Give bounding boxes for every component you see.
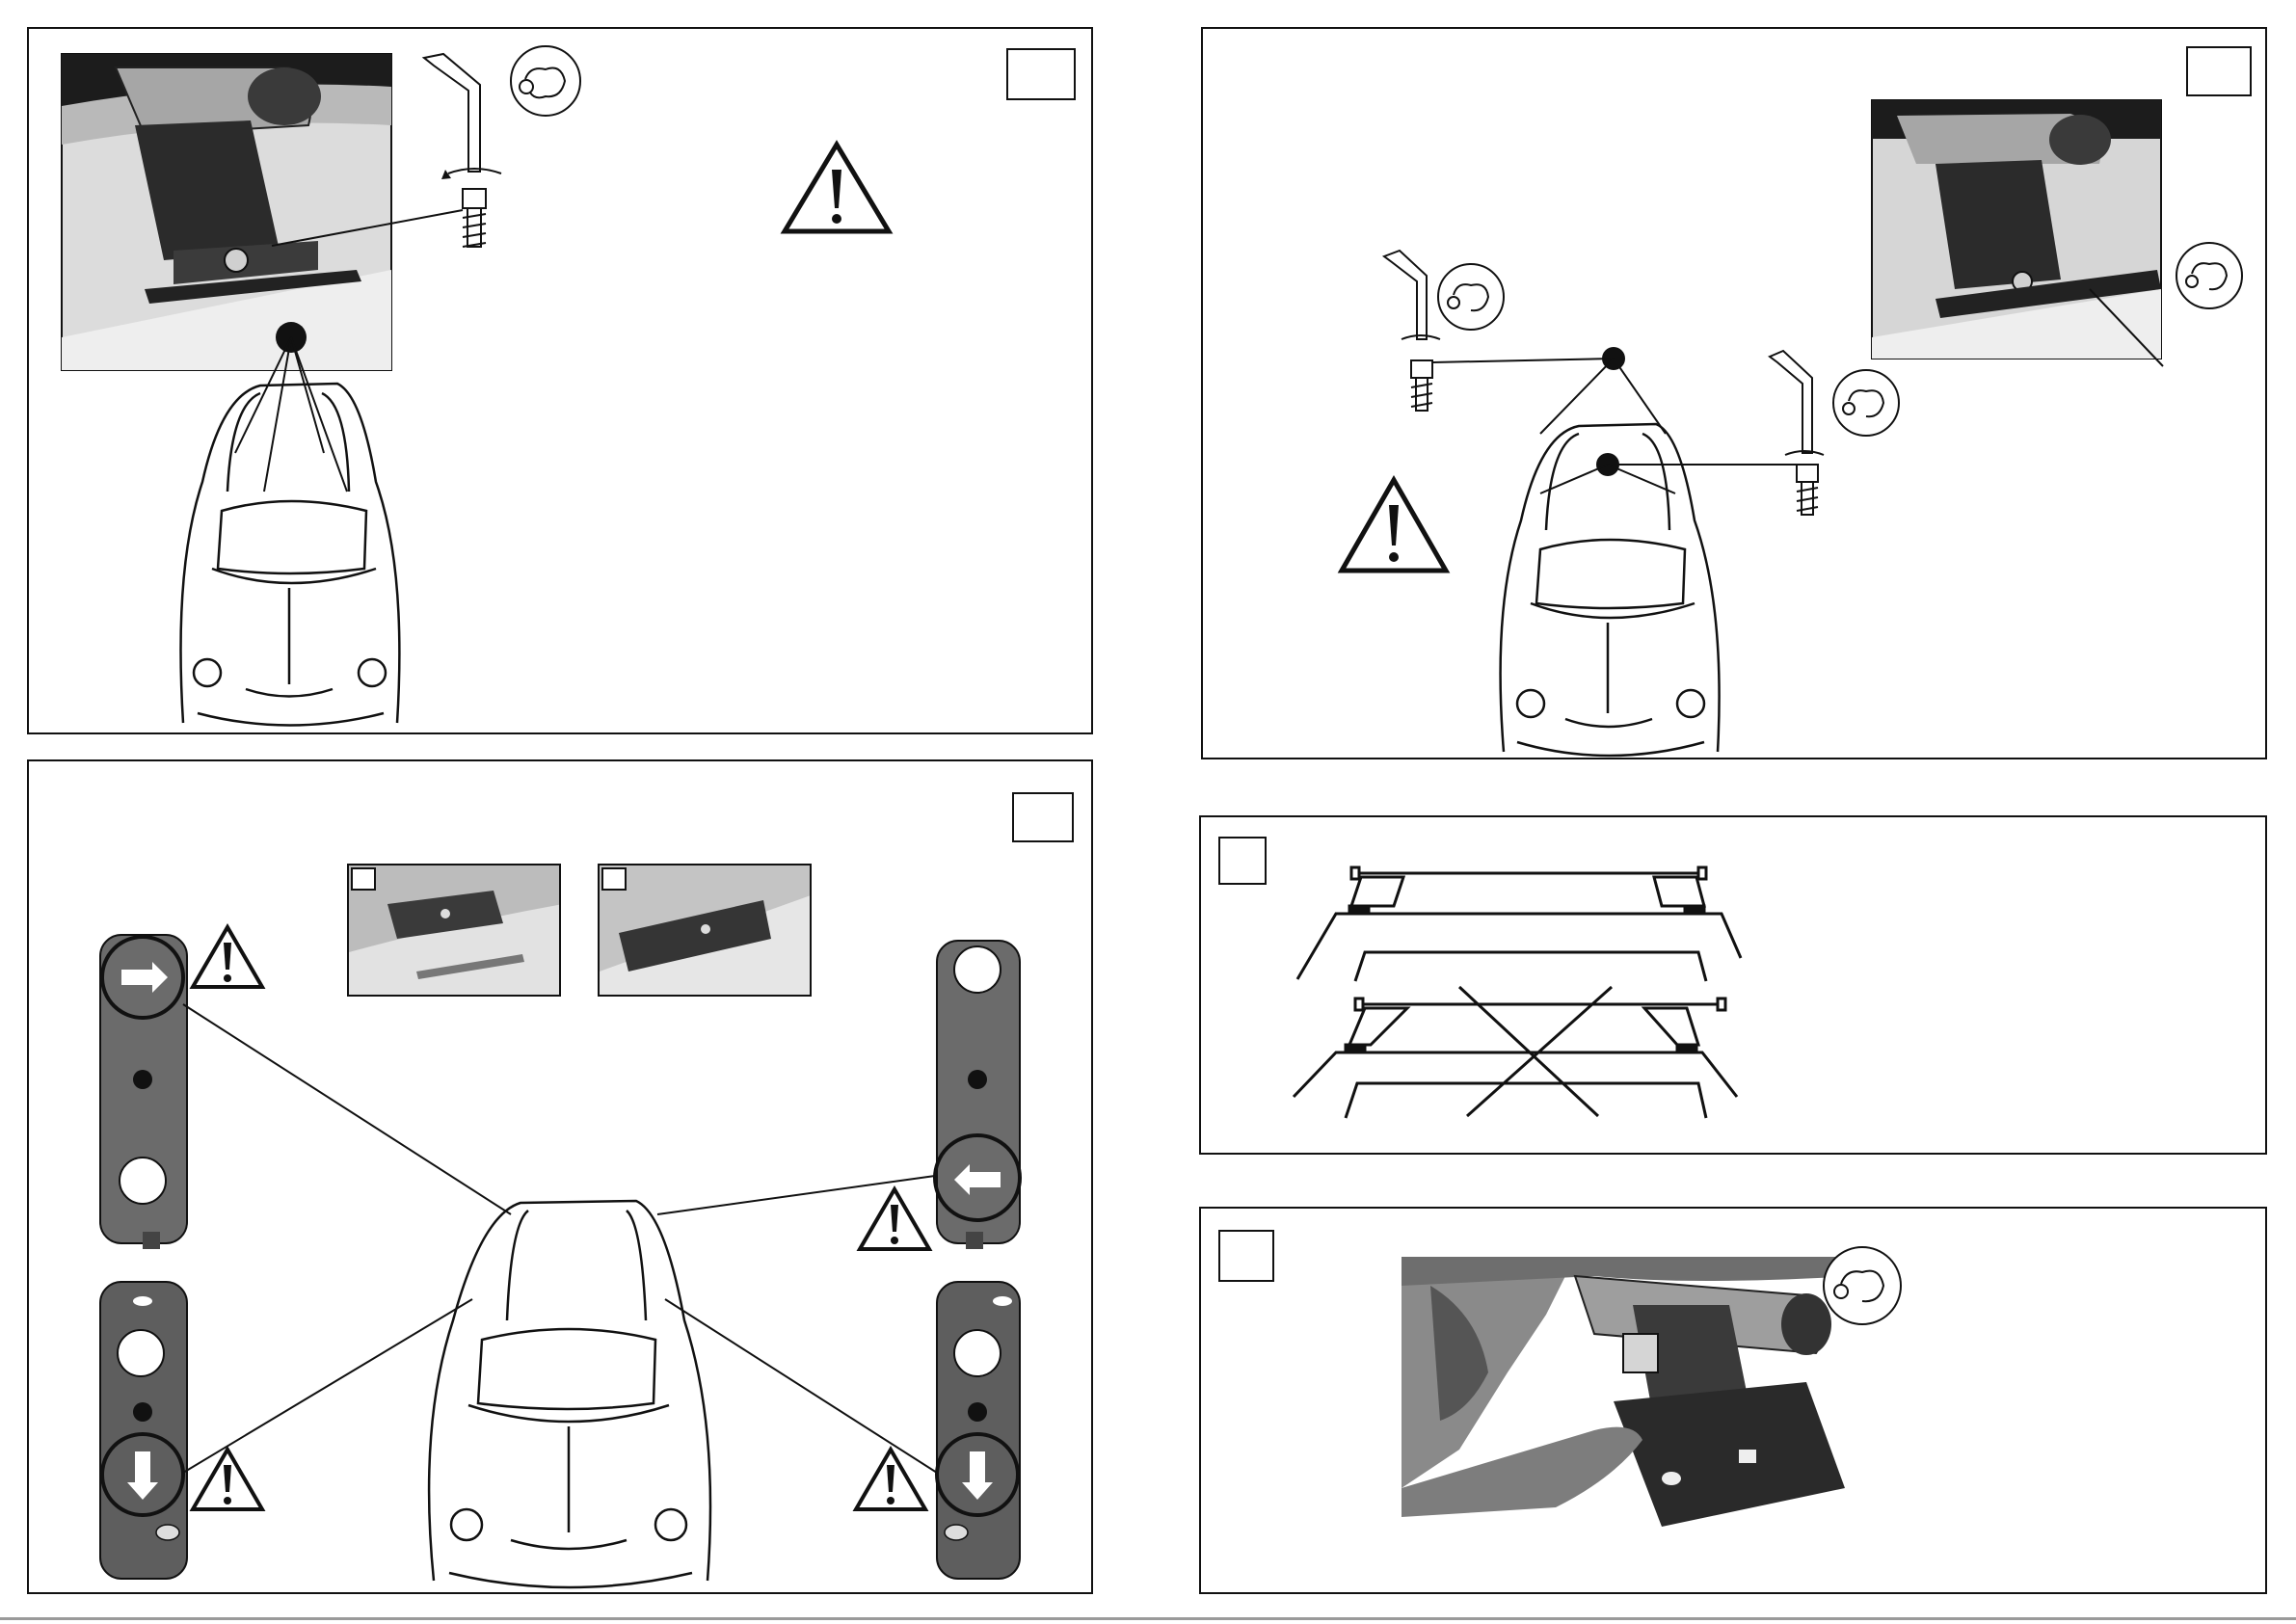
bolt-icon: [1411, 360, 1432, 411]
bolt-icon: [1797, 465, 1818, 515]
foot-photo: [62, 54, 391, 370]
hex-key-icon: [1770, 351, 1824, 455]
bolt-icon: [463, 189, 486, 247]
panel-3: [27, 759, 1093, 1594]
rubber-pad-bottom-left: [100, 1282, 187, 1579]
incorrect-fitting-diagram: [1294, 998, 1737, 1118]
warning-triangle-icon: [1342, 480, 1446, 571]
hand-tighten-icon: [1833, 370, 1899, 436]
page-bottom-rule: [0, 1617, 2296, 1620]
panel-1: [27, 27, 1093, 734]
panel-1-illustration: [29, 29, 1095, 736]
panel-3-illustration: [29, 761, 1095, 1596]
warning-triangle-icon: [785, 145, 889, 231]
panel-2-illustration: [1203, 29, 2269, 761]
correct-fitting-diagram: [1297, 867, 1741, 981]
rubber-pad-top-left: [100, 935, 187, 1249]
rubber-pad-bottom-right: [937, 1282, 1020, 1579]
hand-tighten-icon: [2176, 243, 2242, 308]
hex-key-icon: [1384, 251, 1440, 339]
hex-key-icon: [424, 54, 501, 179]
panel-4: [1199, 815, 2267, 1155]
car-front-drawing: [429, 1201, 710, 1587]
hand-tighten-icon: [511, 46, 580, 116]
hand-tighten-icon: [1824, 1247, 1901, 1324]
warning-triangle-icon: [860, 1189, 929, 1249]
panel-2: [1201, 27, 2267, 759]
car-front-drawing: [181, 384, 400, 726]
panel-5-illustration: [1201, 1209, 2269, 1596]
warning-triangle-icon: [193, 1450, 262, 1509]
panel-4-illustration: [1201, 817, 2269, 1157]
warning-triangle-icon: [193, 927, 262, 987]
panel-5: [1199, 1207, 2267, 1594]
hand-tighten-icon: [1438, 264, 1504, 330]
rubber-pad-top-right: [935, 941, 1020, 1249]
